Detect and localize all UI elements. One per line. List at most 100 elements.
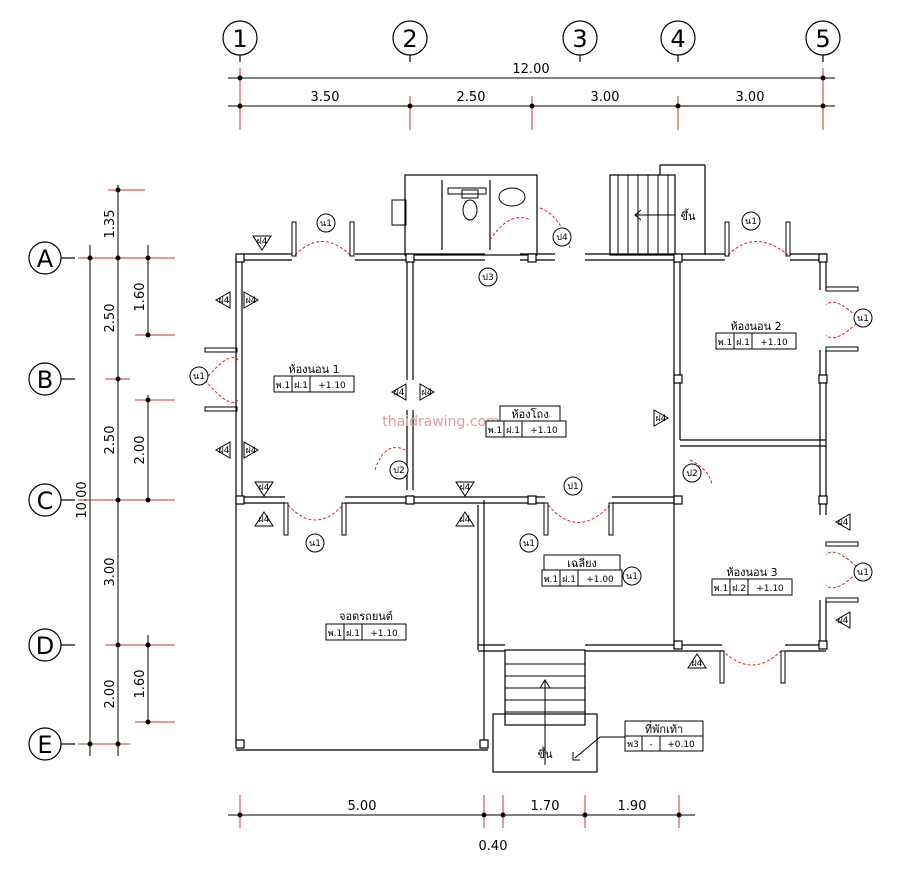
floor-code: พ.1	[328, 629, 343, 639]
level: +1.00	[586, 575, 614, 585]
dim-left-4: 3.00	[103, 558, 118, 587]
window-tag: น1	[626, 572, 638, 582]
room-name: ห้องนอน 3	[726, 566, 777, 579]
window-tag: ฝ4	[259, 515, 270, 525]
triangle-tag-labels: ฝ4 ฝ4 ฝ4 ฝ4 ฝ4 ฝ4 ฝ4 ฝ4 ฝ4 ฝ4 ฝ4 ฝ4 ฝ4 ฝ…	[219, 237, 849, 669]
dim-top-seg-4: 3.00	[736, 90, 765, 105]
floor-code: พ.1	[544, 575, 559, 585]
bottom-dimension-ticks	[237, 812, 682, 818]
left-dimension-ticks	[87, 187, 151, 747]
door-tag: ป2	[686, 469, 697, 479]
grid-col-2: 2	[402, 25, 417, 53]
level: +0.10	[667, 740, 695, 750]
dim-left-total: 10.00	[75, 481, 90, 518]
window-tag: ฝ4	[219, 296, 230, 306]
dim-left-inner-3: 1.60	[133, 670, 148, 699]
dim-bottom-2: 1.70	[531, 799, 560, 814]
window-frames	[204, 221, 859, 684]
level: +1.10	[370, 629, 398, 639]
grid-row-c: C	[37, 487, 54, 515]
window-tag: ฝ4	[246, 296, 257, 306]
ceiling-code: ฝ.1	[346, 629, 360, 639]
ceiling-code: ฝ.2	[732, 584, 746, 594]
ceiling-code: ฝ.1	[562, 575, 576, 585]
top-dimension-ticks	[237, 75, 826, 109]
window-tag: ฝ4	[219, 446, 230, 456]
door-tag: ป3	[482, 273, 493, 283]
stair-treads	[505, 175, 675, 765]
room-name: ที่พักเท้า	[645, 721, 683, 736]
window-tag: น1	[745, 217, 757, 227]
dim-left-inner-1: 1.60	[133, 283, 148, 312]
window-tag: น1	[857, 568, 869, 578]
watermark: thaidrawing.com	[382, 414, 500, 430]
dim-left-inner-2: 2.00	[133, 436, 148, 465]
window-tag: น1	[309, 539, 321, 549]
room-label-garage: จอดรถยนต์ พ.1 ฝ.1 +1.10	[325, 610, 407, 641]
level: +1.10	[318, 381, 346, 391]
stairs-up-label-top: ขึ้น	[680, 208, 696, 223]
dim-bottom-1: 5.00	[348, 799, 377, 814]
dim-left-3: 2.50	[103, 426, 118, 455]
room-name: จอดรถยนต์	[339, 610, 393, 623]
window-tag: ฝ4	[257, 237, 268, 247]
room-label-shoe: ที่พักเท้า พ3 - +0.10	[624, 720, 704, 752]
door-tag: ป1	[567, 482, 578, 492]
window-tag: น1	[320, 219, 332, 229]
stairs-up-label-bottom: ขึ้น	[537, 746, 553, 761]
room-name: ห้องนอน 2	[730, 320, 781, 333]
dim-top-seg-3: 3.00	[591, 90, 620, 105]
window-tag: น1	[193, 372, 205, 382]
floor-code: พ.1	[714, 584, 729, 594]
dim-left-2: 2.50	[103, 304, 118, 333]
dim-bottom-3: 1.90	[618, 799, 647, 814]
ceiling-code: ฝ.1	[736, 338, 750, 348]
room-label-bedroom2: ห้องนอน 2 พ.1 ฝ.1 +1.10	[715, 320, 797, 350]
window-tag: ฝ4	[259, 483, 270, 493]
ceiling-code: ฝ.1	[294, 381, 308, 391]
grid-column-bubbles	[222, 20, 841, 62]
window-tag: ฝ4	[460, 515, 471, 525]
grid-row-e: E	[37, 731, 52, 759]
bottom-dimension-lines	[228, 795, 695, 828]
window-tag: ฝ4	[692, 659, 703, 669]
door-tag: ป4	[556, 233, 568, 243]
window-tag: น1	[523, 539, 535, 549]
grid-row-a: A	[37, 245, 54, 273]
window-tag: ฝ4	[656, 414, 667, 424]
dim-top-seg-1: 3.50	[311, 90, 340, 105]
grid-col-1: 1	[232, 25, 247, 53]
room-label-dining: เฉลียง พ.1 ฝ.1 +1.00	[541, 554, 623, 587]
window-tag: ฝ4	[460, 483, 471, 493]
bathroom-fixtures	[391, 187, 526, 226]
level: +1.10	[530, 426, 558, 436]
level: +1.10	[756, 584, 784, 594]
dim-top-seg-2: 2.50	[457, 90, 486, 105]
level: +1.10	[760, 338, 788, 348]
dim-bottom-extra: 0.40	[479, 839, 508, 854]
window-tag: ฝ4	[394, 388, 405, 398]
grid-col-4: 4	[670, 25, 685, 53]
door-window-tag-shapes	[189, 211, 873, 586]
floor-code: พ3	[627, 740, 639, 750]
room-label-hall: ห้องโถง พ.1 ฝ.1 +1.10	[485, 405, 567, 438]
dim-top-total: 12.00	[512, 62, 549, 77]
room-name: ห้องนอน 1	[288, 363, 339, 376]
left-dimension-lines	[78, 185, 175, 756]
window-tag: ฝ4	[838, 616, 849, 626]
room-name: เฉลียง	[567, 557, 597, 570]
dim-left-5: 2.00	[103, 680, 118, 709]
grid-col-3: 3	[572, 25, 587, 53]
dim-left-1: 1.35	[103, 210, 118, 239]
room-label-bedroom1: ห้องนอน 1 พ.1 ฝ.1 +1.10	[273, 363, 355, 393]
floor-code: พ.1	[488, 426, 503, 436]
window-tag: ฝ4	[246, 446, 257, 456]
window-tag: ฝ4	[422, 388, 433, 398]
door-tag: ป2	[393, 466, 404, 476]
leader-line	[572, 736, 625, 761]
floor-code: พ.1	[718, 338, 733, 348]
triangle-tag-shapes	[214, 235, 851, 669]
grid-row-bubbles	[28, 241, 75, 761]
column-posts	[235, 253, 828, 749]
